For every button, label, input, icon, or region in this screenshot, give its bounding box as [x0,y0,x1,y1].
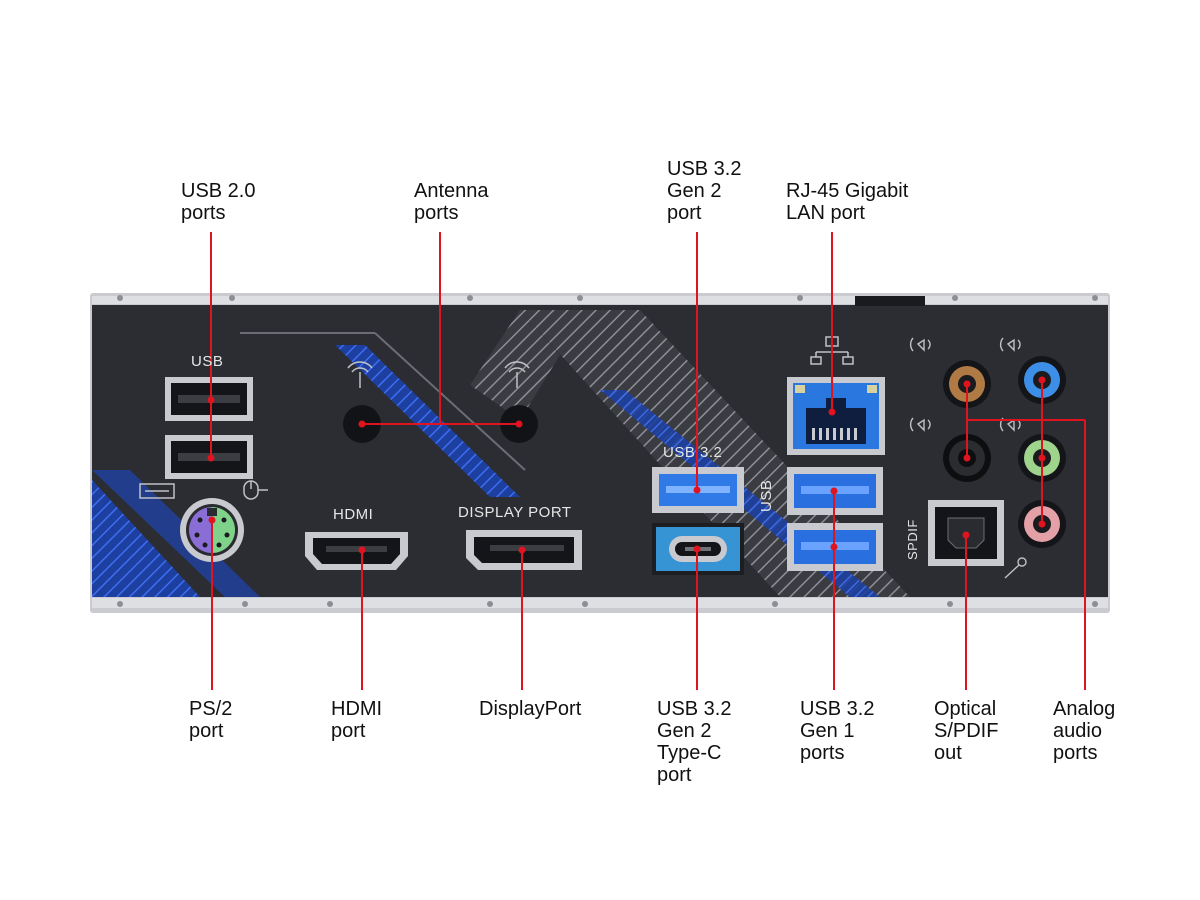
rj45-port [787,377,885,455]
callout-usb32-gen2-port: USB 3.2 Gen 2 port [667,158,742,224]
mouse-icon [243,480,268,500]
callout-rj45-lan-port: RJ-45 Gigabit LAN port [786,180,909,224]
callout-hdmi-port: HDMI port [331,698,383,742]
callout-usb-type-c-port: USB 3.2 Gen 2 Type-C port [657,698,732,786]
keyboard-icon [139,483,175,499]
plate-label-usb: USB [191,353,224,370]
decor-blue-left [92,480,200,597]
antenna-icon-left [347,361,373,388]
callout-displayport: DisplayPort [479,698,582,720]
callout-ps2-port: PS/2 port [189,698,233,742]
callout-optical-spdif-out: Optical S/PDIF out [934,698,999,764]
leader-lines [210,232,1086,690]
plate-label-usb-vertical: USB [758,479,775,512]
callout-usb32-gen1-ports: USB 3.2 Gen 1 ports [800,698,875,764]
microphone-icon [1004,557,1027,579]
hdmi-port [305,532,408,570]
callout-usb20-ports: USB 2.0 ports [181,180,256,224]
plate-label-spdif: SPDIF [905,519,920,560]
antenna-icon-right [504,361,530,388]
plate-label-usb32: USB 3.2 [663,444,723,461]
plate-label-hdmi: HDMI [333,506,374,523]
decor-blue-mid [335,345,520,497]
callout-antenna-ports: Antenna ports [414,180,489,224]
frame-screws [117,295,1098,607]
callout-analog-audio-ports: Analog audio ports [1053,698,1116,764]
leader-endpoints [207,376,1046,554]
audio-sound-icons [909,337,1021,432]
plate-label-displayport: DISPLAY PORT [458,504,572,521]
